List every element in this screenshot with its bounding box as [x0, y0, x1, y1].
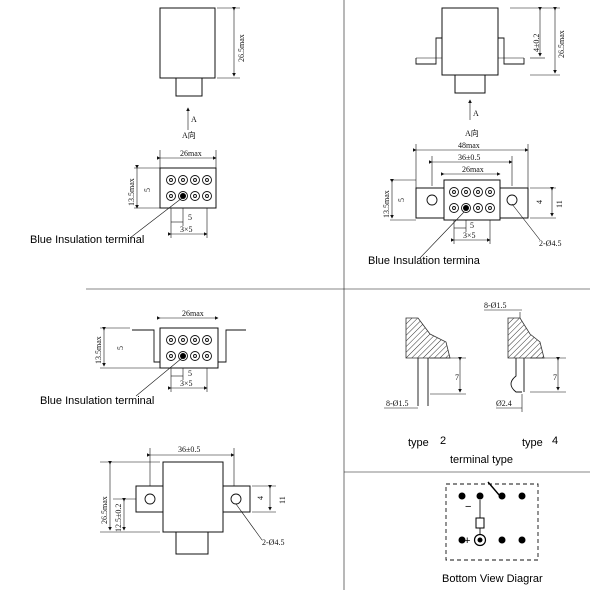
dim-height-max-2: 26.5max	[557, 30, 566, 58]
dim-four: 4	[535, 200, 544, 204]
dim-five-vert-c: 5	[116, 346, 125, 350]
pin-5	[458, 536, 466, 544]
bottom-view-diagram: − +	[445, 481, 539, 561]
dim-five-pitch-b: 5	[470, 221, 474, 230]
coil-symbol	[475, 517, 485, 529]
view-label: A向	[182, 130, 196, 140]
view-arrow-label: A	[191, 115, 197, 124]
pin-layout-middle-left: 26max 13.5max 5 5 3×5	[94, 309, 246, 397]
pin-layout-top-left: 26max 13.5max 5 5 3×5	[127, 149, 217, 239]
dim-diameter-2-4: Ø2.4	[496, 399, 512, 408]
dim-3x5: 3×5	[180, 225, 193, 234]
terminal-type-4: 8-Ø1.5 7 Ø2.4 type 4	[484, 301, 566, 449]
dim-eleven: 11	[555, 200, 564, 208]
dim-five-vert-b: 5	[397, 198, 406, 202]
dim-height-12-5: 12.5±0.2	[114, 504, 123, 532]
dim-height-13-5-c: 13.5max	[94, 336, 103, 364]
dim-five-pitch-c: 5	[188, 369, 192, 378]
type-4-number: 4	[552, 435, 558, 447]
dim-five-pitch: 5	[188, 213, 192, 222]
plus-sign: +	[464, 535, 470, 547]
type-2-label: type	[408, 437, 429, 449]
dim-five-vert: 5	[143, 188, 152, 192]
type-2-number: 2	[440, 435, 446, 447]
dim-hole-b: 2-Ø4.5	[539, 239, 561, 248]
dim-hole-c: 2-Ø4.5	[262, 538, 284, 547]
dim-eleven-b: 11	[278, 496, 287, 504]
dim-width-26: 26max	[180, 149, 202, 158]
view-label-2: A向	[465, 128, 479, 138]
dim-width-36: 36±0.5	[458, 153, 480, 162]
dim-3x5-c: 3×5	[180, 379, 193, 388]
view-arrow-label-2: A	[473, 109, 479, 118]
pin-3	[498, 492, 506, 500]
dim-3x5-b: 3×5	[463, 231, 476, 240]
dim-seven: 7	[455, 373, 459, 382]
dim-pin-8x1-5-b: 8-Ø1.5	[484, 301, 506, 310]
terminal-type-caption: terminal type	[450, 454, 513, 466]
minus-sign: −	[465, 501, 471, 513]
dim-seven-b: 7	[553, 373, 557, 382]
caption-blue-insulation-tl: Blue Insulation terminal	[30, 234, 144, 246]
relay-side-view-right: 4±0.2 26.5max A A向	[415, 7, 566, 138]
terminal-type-2: 7 8-Ø1.5 type 2	[384, 317, 466, 449]
relay-front-view-bottom: 36±0.5 26.5max 12.5±0.2 11 4 2-Ø4.5	[100, 445, 287, 555]
pin-2	[476, 492, 484, 500]
pin-7	[498, 536, 506, 544]
bottom-view-caption: Bottom View Diagrar	[442, 573, 543, 585]
pin-1	[458, 492, 466, 500]
dim-height-13-5: 13.5max	[127, 178, 136, 206]
dim-width-48: 48max	[458, 141, 480, 150]
caption-blue-insulation-tr: Blue Insulation termina	[368, 255, 481, 267]
dim-height-13-5-b: 13.5max	[382, 190, 391, 218]
type-4-label: type	[522, 437, 543, 449]
relay-side-view-left: 26.5max A A向	[159, 7, 246, 140]
dim-tol-4: 4±0.2	[532, 34, 541, 52]
pin-8	[518, 536, 526, 544]
pin-4	[518, 492, 526, 500]
dim-height-max: 26.5max	[237, 34, 246, 62]
dim-four-b: 4	[256, 496, 265, 500]
dim-width-26-c: 26max	[182, 309, 204, 318]
switch-contact	[487, 481, 501, 497]
dim-height-26-5: 26.5max	[100, 496, 109, 524]
dim-width-26-b: 26max	[462, 165, 484, 174]
caption-blue-insulation-ml: Blue Insulation terminal	[40, 395, 154, 407]
pin-layout-top-right: 48max 36±0.5 26max 13.5max 5 11 4	[382, 141, 564, 259]
dim-width-36-b: 36±0.5	[178, 445, 200, 454]
dim-pin-8x1-5-a: 8-Ø1.5	[386, 399, 408, 408]
